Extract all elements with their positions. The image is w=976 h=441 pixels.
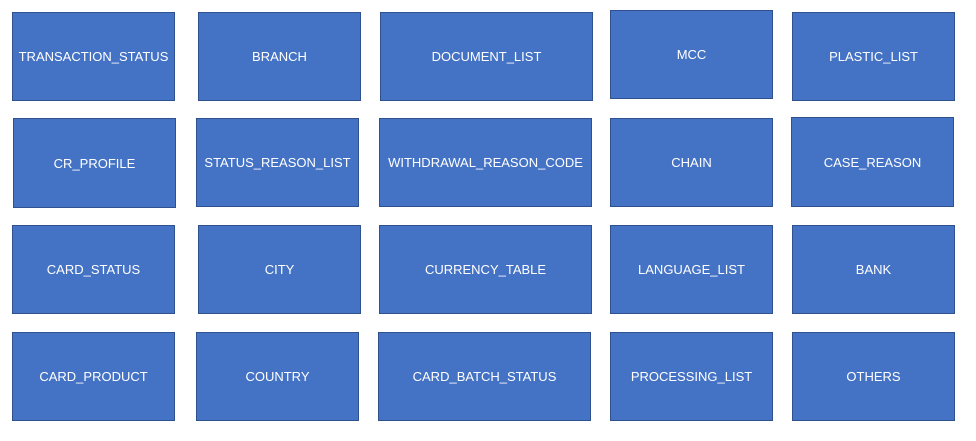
tile-chain[interactable]: CHAIN [610,118,773,207]
tile-label: MCC [676,47,707,62]
tile-label: CARD_STATUS [46,262,141,277]
tile-label: TRANSACTION_STATUS [18,49,169,64]
tile-others[interactable]: OTHERS [792,332,955,421]
tile-label: PLASTIC_LIST [829,49,918,64]
tile-cr-profile[interactable]: CR_PROFILE [13,118,176,208]
tile-currency-table[interactable]: CURRENCY_TABLE [379,225,592,314]
tile-mcc[interactable]: MCC [610,10,773,99]
tile-label: LANGUAGE_LIST [638,262,745,277]
tile-country[interactable]: COUNTRY [196,332,359,421]
tile-bank[interactable]: BANK [792,225,955,314]
tile-transaction-status[interactable]: TRANSACTION_STATUS [12,12,175,101]
tile-document-list[interactable]: DOCUMENT_LIST [380,12,593,101]
tile-label: BRANCH [252,49,307,64]
tile-city[interactable]: CITY [198,225,361,314]
tile-label: CHAIN [671,155,712,170]
tile-card-product[interactable]: CARD_PRODUCT [12,332,175,421]
tile-withdrawal-reason-code[interactable]: WITHDRAWAL_REASON_CODE [379,118,592,207]
tile-processing-list[interactable]: PROCESSING_LIST [610,332,773,421]
tile-label: CR_PROFILE [53,155,136,171]
tile-status-reason-list[interactable]: STATUS_REASON_LIST [196,118,359,207]
tile-case-reason[interactable]: CASE_REASON [791,117,954,207]
tile-label: WITHDRAWAL_REASON_CODE [388,155,583,170]
tile-label: DOCUMENT_LIST [431,49,542,64]
tile-card-batch-status[interactable]: CARD_BATCH_STATUS [378,332,591,421]
tile-label: BANK [855,262,892,277]
tile-label: OTHERS [846,369,901,384]
tile-label: CURRENCY_TABLE [424,262,547,277]
tile-language-list[interactable]: LANGUAGE_LIST [610,225,773,314]
tile-label: CARD_BATCH_STATUS [412,369,557,384]
tile-label: COUNTRY [245,369,310,384]
tile-branch[interactable]: BRANCH [198,12,361,101]
tile-plastic-list[interactable]: PLASTIC_LIST [792,12,955,101]
tile-label: CITY [264,262,295,277]
tile-label: CASE_REASON [823,154,922,170]
tile-label: PROCESSING_LIST [630,369,753,384]
tile-label: CARD_PRODUCT [39,369,148,384]
tile-card-status[interactable]: CARD_STATUS [12,225,175,314]
tile-label: STATUS_REASON_LIST [204,155,351,170]
